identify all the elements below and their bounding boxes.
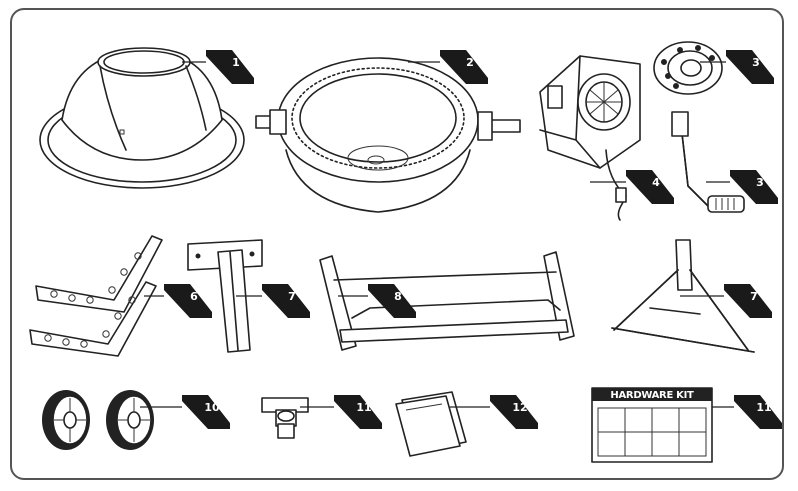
part-manual [396, 392, 466, 456]
part-base-frame [320, 252, 574, 350]
callout-number-a-stand: 7 [750, 290, 758, 303]
callout-number-manual: 12 [512, 401, 527, 414]
callout-number-motor: 4 [652, 176, 660, 189]
callout-tag-bracket-pair [164, 284, 212, 318]
callout-tag-motor [626, 170, 674, 204]
part-bracket-pair [30, 236, 162, 356]
callout-number-wheels: 10 [204, 401, 220, 414]
callout-tag-disc-part [726, 50, 774, 84]
callout-number-base-frame: 8 [394, 290, 402, 303]
callout-number-bracket-pair: 6 [190, 290, 198, 303]
part-motor [540, 56, 640, 220]
callout-number-drum-top: 1 [232, 56, 240, 69]
part-drum-top [40, 48, 244, 188]
callout-number-t-stand: 7 [288, 290, 296, 303]
callout-tag-base-frame [368, 284, 416, 318]
callout-tag-drum-top [206, 50, 254, 84]
callout-number-disc-part: 3 [752, 56, 760, 69]
hardware-kit-title: HARDWARE KIT [610, 390, 694, 401]
callout-number-drum-ring: 2 [466, 56, 474, 69]
callout-number-hardware-kit: 11 [756, 401, 771, 414]
callout-tag-a-stand [724, 284, 772, 318]
part-disc [654, 42, 722, 94]
callout-number-axle-clamp: 11 [356, 401, 371, 414]
callout-tag-t-stand [262, 284, 310, 318]
part-crank-handle [672, 112, 744, 212]
part-wheels [42, 390, 154, 450]
callout-number-crank-handle: 3 [756, 176, 764, 189]
part-axle-clamp [262, 398, 308, 438]
